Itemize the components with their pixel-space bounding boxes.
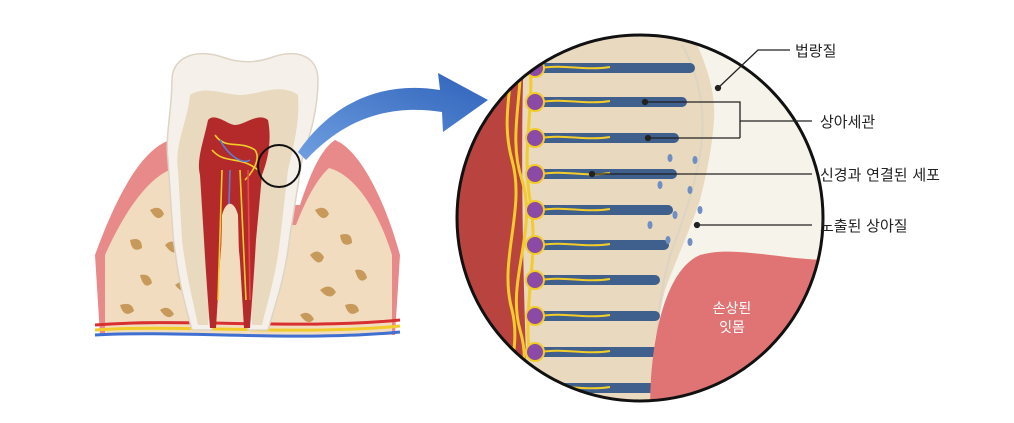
nerve-cell [525,164,545,184]
root-interior [220,203,240,300]
dentin-pore [692,156,698,164]
tubule-nerve [539,242,611,247]
tooth-illustration [94,52,401,338]
dentin-pore [667,154,673,162]
dentin-pore [697,206,703,214]
tubule-nerve [539,135,611,140]
dentin-pore [647,221,653,229]
label-nerve-connected-cells: 신경과 연결된 세포 [820,166,940,184]
nerve-cell [525,235,545,255]
highlight-circle [257,144,301,188]
leader-lines [588,49,812,229]
leader-tubules-top [645,101,741,138]
nerve-cell [525,306,545,326]
exposed-dentin-pores [647,154,703,246]
bone-pores [120,207,367,323]
magnify-arrow [298,73,488,160]
nerve-cell [525,342,545,362]
dentin-pore [665,236,671,244]
tubule-nerve [539,313,611,318]
nerve-cell [525,270,545,290]
nerve-cell [525,200,545,220]
leader-enamel [717,49,790,89]
nerve-cell [525,378,545,398]
label-damaged-gum-line1: 손상된 [712,301,752,317]
magnifier-border [455,33,825,403]
tubule-nerve [539,349,611,354]
tubule-nerve [539,207,611,212]
label-damaged-gum: 손상된 잇몸 [702,300,762,338]
label-dentinal-tubules: 상아세관 [820,113,876,131]
label-damaged-gum-line2: 잇몸 [719,320,745,336]
tubule-nerve [539,99,611,104]
tubule-nerve [539,65,611,70]
label-exposed-dentin: 노출된 상아질 [820,217,908,235]
magnified-view [455,33,825,403]
nerve-cell [525,128,545,148]
dentin-pore [687,186,693,194]
dentin-pore [657,181,663,189]
nerve-cell [525,92,545,112]
dentin-pore [672,211,678,219]
dentin-pore [687,238,693,246]
tubule-nerve [539,277,611,282]
label-enamel: 법랑질 [795,42,837,60]
blood-vessels [94,318,401,338]
